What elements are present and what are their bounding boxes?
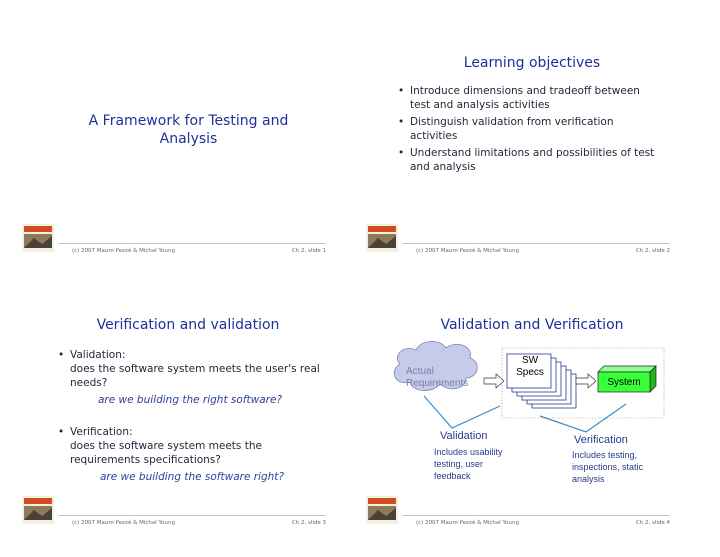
- validation-note: Includes usability testing, user feedbac…: [434, 447, 503, 481]
- verification-item: Verification: does the software system m…: [58, 425, 320, 484]
- list-item: Understand limitations and possibilities…: [398, 146, 660, 174]
- book-cover-logo: [22, 224, 54, 252]
- spec-sheet: [506, 353, 552, 389]
- system-box-top: [597, 365, 657, 373]
- footer-slide-number: Ch 2, slide 2: [635, 248, 670, 254]
- slide-2: Learning objectives Introduce dimensions…: [360, 10, 704, 272]
- footer-copyright: (c) 2007 Mauro Pezzè & Michal Young: [416, 248, 519, 254]
- slide-title: Verification and validation: [96, 317, 280, 333]
- footer-copyright: (c) 2007 Mauro Pezzè & Michal Young: [416, 520, 519, 526]
- book-cover-logo: [366, 496, 398, 524]
- validation-text: does the software system meets the user'…: [70, 363, 320, 389]
- footer-divider: [58, 243, 326, 244]
- footer-slide-number: Ch 2, slide 3: [291, 520, 326, 526]
- validation-question: are we building the right software?: [98, 394, 282, 406]
- system-box-front: [597, 371, 651, 393]
- verification-connector: [539, 403, 627, 433]
- footer-divider: [402, 243, 670, 244]
- requirements-cloud: [393, 341, 478, 391]
- book-cover-logo: [22, 496, 54, 524]
- slide-title: Validation and Verification: [440, 317, 624, 333]
- slide-title: A Framework for Testing and Analysis: [88, 113, 289, 147]
- verification-note: Includes testing, inspections, static an…: [572, 450, 644, 484]
- sw-specs-label: SW Specs: [516, 355, 544, 378]
- slide-3: Verification and validation Validation: …: [16, 282, 360, 544]
- actual-requirements-label: Actual Requirements: [406, 366, 469, 389]
- definitions-list: Validation: does the software system mee…: [58, 348, 320, 487]
- slide-4: Validation and Verification Actual Requi…: [360, 282, 704, 544]
- slide-1: A Framework for Testing and Analysis (c)…: [16, 10, 360, 272]
- list-item: Introduce dimensions and tradeoff betwee…: [398, 84, 660, 112]
- verification-label: Verification: [574, 434, 628, 446]
- verification-label: Verification:: [70, 426, 133, 438]
- arrow-to-specs: [483, 373, 505, 389]
- verification-text: does the software system meets the requi…: [70, 440, 262, 466]
- objectives-list: Introduce dimensions and tradeoff betwee…: [398, 84, 660, 177]
- footer-copyright: (c) 2007 Mauro Pezzè & Michal Young: [72, 248, 175, 254]
- verification-question: are we building the software right?: [100, 471, 284, 483]
- arrow-to-system: [575, 373, 597, 389]
- validation-item: Validation: does the software system mee…: [58, 348, 320, 407]
- footer-copyright: (c) 2007 Mauro Pezzè & Michal Young: [72, 520, 175, 526]
- list-item: Distinguish validation from verification…: [398, 115, 660, 143]
- validation-verification-diagram: [393, 341, 665, 433]
- footer-slide-number: Ch 2, slide 4: [635, 520, 670, 526]
- footer-divider: [58, 515, 326, 516]
- logo-caption: [24, 254, 50, 258]
- system-label: System: [607, 377, 641, 388]
- slide-title: Learning objectives: [463, 55, 601, 71]
- validation-connector: [423, 395, 501, 429]
- footer-slide-number: Ch 2, slide 1: [291, 248, 326, 254]
- book-cover-logo: [366, 224, 398, 252]
- validation-label: Validation:: [70, 349, 126, 361]
- footer-divider: [402, 515, 670, 516]
- validation-label: Validation: [440, 430, 488, 442]
